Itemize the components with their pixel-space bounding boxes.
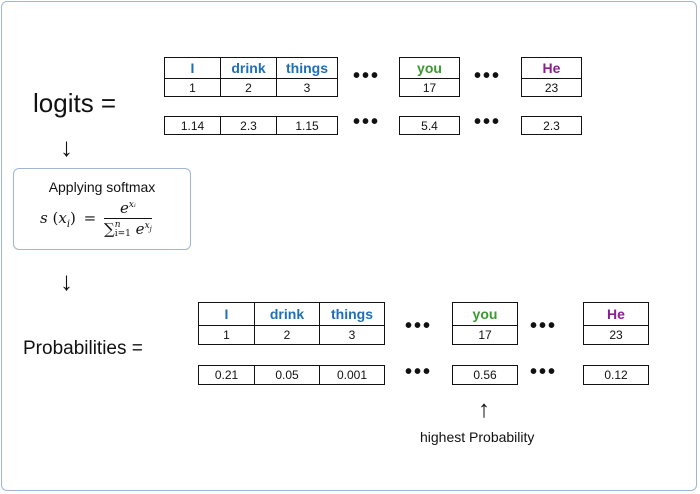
formula-den-e: e — [135, 220, 145, 238]
formula-sum-sup: n — [114, 220, 121, 230]
formula-i: i — [66, 219, 71, 230]
highest-probability-label: highest Probability — [420, 429, 535, 445]
token-id: 17 — [399, 78, 460, 97]
probabilities-label: Probabilities = — [23, 338, 143, 359]
ellipsis-dots: ••• — [474, 111, 502, 133]
up-arrow-icon: ↑ — [478, 396, 490, 423]
logit-value: 2.3 — [521, 116, 582, 135]
formula-sum: ∑ — [104, 220, 115, 238]
token-id: 23 — [521, 78, 582, 97]
ellipsis-dots: ••• — [353, 65, 381, 87]
probability-value: 0.21 — [198, 365, 255, 385]
token-id: 2 — [220, 78, 277, 97]
logit-value: 1.14 — [164, 116, 221, 135]
probability-value: 0.05 — [254, 365, 320, 385]
formula-s: s — [40, 209, 48, 227]
token-id: 1 — [198, 325, 255, 345]
formula-eq: = — [83, 209, 97, 227]
probability-value: 0.56 — [452, 365, 518, 385]
probability-value: 0.12 — [583, 365, 649, 385]
token-id: 1 — [164, 78, 221, 97]
token-word: drink — [254, 302, 320, 326]
token-word: things — [319, 302, 385, 326]
probability-value: 0.001 — [319, 365, 385, 385]
formula-num-e: e — [120, 199, 129, 217]
token-word: drink — [220, 57, 277, 79]
token-word: you — [452, 302, 518, 326]
logit-value: 2.3 — [220, 116, 277, 135]
token-word: I — [164, 57, 221, 79]
down-arrow-icon: ↓ — [60, 266, 73, 296]
ellipsis-dots: ••• — [405, 361, 433, 383]
formula-x: x — [58, 209, 67, 227]
formula-den-sup: x — [144, 221, 150, 231]
ellipsis-dots: ••• — [405, 315, 433, 337]
logits-label: logits = — [33, 88, 117, 118]
token-id: 3 — [276, 78, 338, 97]
token-id: 3 — [319, 325, 385, 345]
token-word: I — [198, 302, 255, 326]
ellipsis-dots: ••• — [530, 361, 558, 383]
ellipsis-dots: ••• — [530, 315, 558, 337]
ellipsis-dots: ••• — [474, 65, 502, 87]
formula-num-sup: xᵢ — [128, 200, 136, 210]
token-id: 17 — [452, 325, 518, 345]
token-id: 23 — [583, 325, 649, 345]
token-id: 2 — [254, 325, 320, 345]
token-word: you — [399, 57, 460, 79]
token-word: He — [583, 302, 649, 326]
token-word: He — [521, 57, 582, 79]
logit-value: 5.4 — [399, 116, 460, 135]
down-arrow-icon: ↓ — [60, 132, 73, 162]
logit-value: 1.15 — [276, 116, 338, 135]
token-word: things — [276, 57, 338, 79]
formula-den-sup-sub: j — [149, 224, 152, 233]
softmax-title: Applying softmax — [48, 179, 156, 195]
ellipsis-dots: ••• — [353, 111, 381, 133]
formula-sum-sub: i=1 — [114, 229, 131, 239]
